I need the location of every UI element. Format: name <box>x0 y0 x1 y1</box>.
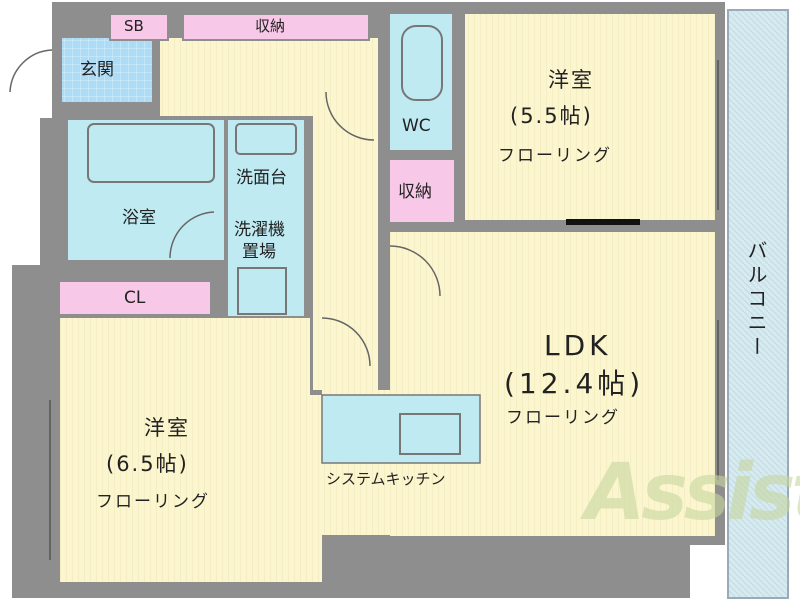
floor-ldk <box>390 232 715 536</box>
kitchen-sink-icon <box>399 413 461 455</box>
washer-icon <box>237 267 287 315</box>
floor-corner <box>310 395 322 582</box>
bathtub-icon <box>87 123 215 183</box>
label-western-right-size: (5.5帖) <box>510 104 593 128</box>
label-western-left: 洋室 <box>144 416 190 440</box>
label-western-left-floor: フローリング <box>96 492 210 512</box>
label-washbasin: 洗面台 <box>236 168 287 188</box>
closet <box>60 282 210 314</box>
western-left-door <box>321 317 371 367</box>
balcony-area <box>727 9 789 599</box>
label-western-right: 洋室 <box>548 68 594 92</box>
floor-hallway <box>313 110 378 390</box>
ldk-door <box>389 245 441 297</box>
label-wc: WC <box>402 116 431 136</box>
label-western-right-floor: フローリング <box>498 146 612 166</box>
washbasin-room <box>228 120 304 316</box>
label-laundry-1: 洗濯機 <box>234 220 285 240</box>
label-sb: SB <box>124 17 144 35</box>
floor-hall-top <box>160 38 378 116</box>
right-storage <box>390 160 454 222</box>
label-kitchen: システムキッチン <box>326 470 446 488</box>
wc-door <box>325 91 375 141</box>
entrance-floor <box>62 38 152 102</box>
sb-storage <box>109 13 169 41</box>
label-entrance: 玄関 <box>80 60 114 80</box>
label-balcony: バルコニー <box>744 240 768 360</box>
label-ldk: LDK <box>544 329 612 362</box>
floor-western-right <box>465 14 715 220</box>
top-storage <box>182 13 370 41</box>
toilet-icon <box>401 25 443 101</box>
bath-door <box>169 211 215 259</box>
label-ldk-size: (12.4帖) <box>504 367 645 400</box>
bath-room <box>68 120 224 260</box>
label-bath: 浴室 <box>122 208 156 228</box>
entrance-door <box>9 49 53 93</box>
label-ldk-floor: フローリング <box>506 408 620 428</box>
floor-western-left <box>60 318 310 582</box>
watermark-logo: Assist <box>585 448 800 538</box>
label-closet: CL <box>124 288 146 308</box>
label-storage-top: 収納 <box>255 17 286 35</box>
label-storage-right: 収納 <box>398 182 432 202</box>
label-western-left-size: (6.5帖) <box>106 452 189 476</box>
sink-icon <box>235 123 297 155</box>
label-laundry-2: 置場 <box>242 242 276 262</box>
